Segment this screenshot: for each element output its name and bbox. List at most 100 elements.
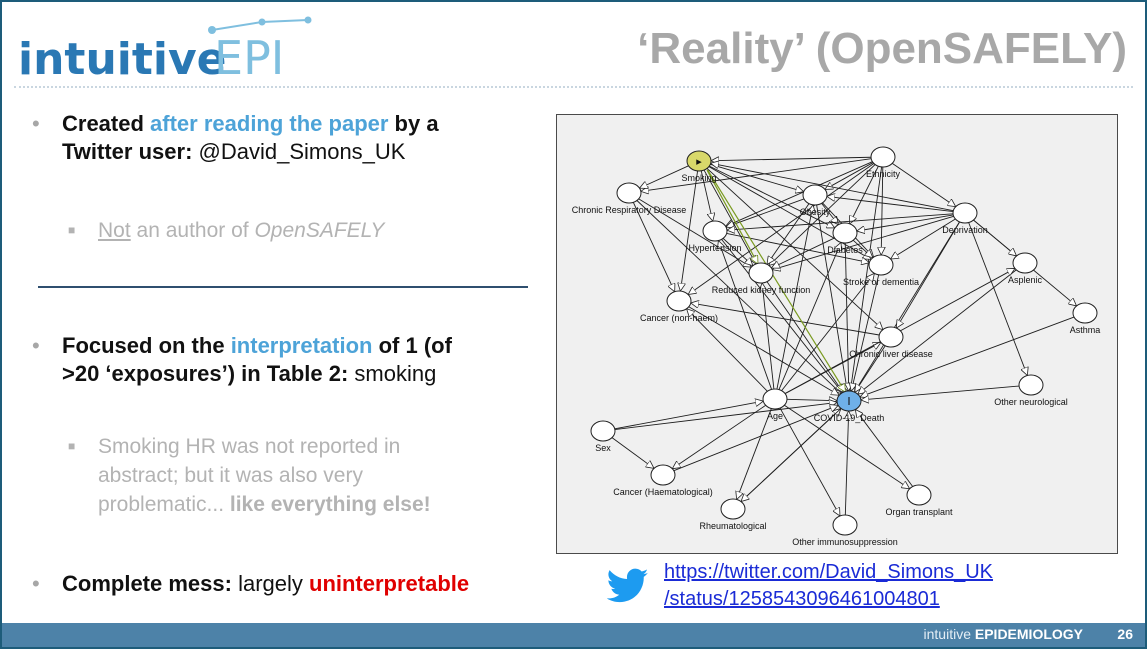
sub-bullet-text: abstract; but it was also very xyxy=(98,464,363,487)
dag-edge-smoking-to-chronic_liver xyxy=(706,168,882,329)
dag-node-rheumatological: Rheumatological xyxy=(699,498,767,531)
intuitive-epi-logo: intuitive EPI xyxy=(16,16,346,88)
dag-node-ellipse xyxy=(666,290,692,312)
sub-bullet-smoking-hr: ■ Smoking HR was not reported in abstrac… xyxy=(68,432,431,519)
dag-edge-age-to-rheumatological xyxy=(737,408,772,499)
footer-brand-light: intuitive xyxy=(923,626,975,642)
dag-node-label: Asthma xyxy=(1070,325,1101,335)
dag-node-label: Rheumatological xyxy=(699,521,766,531)
dag-edge-sex-to-age xyxy=(614,401,763,430)
dag-node-stroke: Stroke or dementia xyxy=(843,254,919,287)
bullet-text: Twitter user: xyxy=(62,139,193,164)
dag-edge-age-to-reduced_kidney xyxy=(762,284,775,390)
dag-node-organ_transplant: Organ transplant xyxy=(885,484,953,517)
tweet-link-line2[interactable]: /status/1258543096461004801 xyxy=(664,588,940,610)
sub-bullet-italic: OpenSAFELY xyxy=(254,219,385,242)
dag-edge-asplenic-to-covid_death xyxy=(859,269,1017,394)
dag-edge-reduced_kidney-to-covid_death xyxy=(766,281,843,392)
dag-edge-organ_transplant-to-covid_death xyxy=(856,410,914,487)
dag-node-label: Diabetes xyxy=(827,245,863,255)
dag-causal-edge-smoking-to-reduced_kidney xyxy=(706,169,757,263)
dag-edge-age-to-other_immuno xyxy=(779,407,839,515)
bullet-text: of 1 (of xyxy=(372,333,452,358)
dag-edge-smoking-to-chronic_resp xyxy=(640,165,689,188)
dag-node-ellipse xyxy=(650,464,676,486)
dag-node-label: Ethnicity xyxy=(866,169,901,179)
dag-node-ellipse xyxy=(870,146,896,168)
dag-node-sex: Sex xyxy=(590,420,616,453)
dag-edge-deprivation-to-hypertension xyxy=(728,213,954,230)
dag-node-other_neuro: Other neurological xyxy=(994,374,1068,407)
dag-edge-deprivation-to-other_neuro xyxy=(968,222,1027,375)
bullet-dot-icon: • xyxy=(32,111,40,136)
dag-edge-sex-to-cancer_haem xyxy=(611,437,653,468)
footer-brand: intuitive EPIDEMIOLOGY xyxy=(924,626,1083,642)
dag-edge-deprivation-to-smoking xyxy=(712,163,954,212)
dag-edge-ethnicity-to-stroke xyxy=(881,166,883,254)
logo-word-epi: EPI xyxy=(214,31,284,85)
dag-node-ellipse xyxy=(1072,302,1098,324)
dag-node-deprivation: Deprivation xyxy=(942,202,988,235)
dag-node-ellipse xyxy=(762,388,788,410)
bullet-text: smoking xyxy=(348,361,437,386)
dag-node-age: Age xyxy=(762,388,788,421)
sub-bullet-not-author: ■ Not an author of OpenSAFELY xyxy=(68,216,384,245)
footer-brand-bold: EPIDEMIOLOGY xyxy=(974,626,1083,642)
sub-bullet-text: Smoking HR was not reported in xyxy=(98,435,401,458)
sub-bullet-bold: like everything else! xyxy=(229,493,431,516)
tweet-link[interactable]: https://twitter.com/David_Simons_UK /sta… xyxy=(664,559,993,613)
bullet-text: Complete mess: xyxy=(62,571,232,596)
dag-edge-cancer_haem-to-covid_death xyxy=(673,406,837,472)
dag-node-label: Asplenic xyxy=(1008,275,1043,285)
dag-edge-deprivation-to-stroke xyxy=(891,218,956,259)
outcome-marker-icon: I xyxy=(847,395,850,408)
dag-edge-chronic_liver-to-covid_death xyxy=(855,345,886,392)
dag-node-ethnicity: Ethnicity xyxy=(866,146,901,179)
dag-edge-smoking-to-stroke xyxy=(708,166,870,259)
slide-title: ‘Reality’ (OpenSAFELY) xyxy=(637,24,1127,73)
dag-edge-age-to-hypertension xyxy=(719,242,773,390)
dag-node-ellipse xyxy=(878,326,904,348)
dag-node-ellipse xyxy=(832,514,858,536)
dag-node-smoking: ▸Smoking xyxy=(681,150,717,183)
dag-edge-ethnicity-to-hypertension xyxy=(727,161,873,226)
dag-edge-ethnicity-to-reduced_kidney xyxy=(770,164,876,265)
dag-edge-deprivation-to-chronic_liver xyxy=(897,221,961,327)
dag-node-obesity: Obesity xyxy=(800,184,831,217)
tweet-link-line1[interactable]: https://twitter.com/David_Simons_UK xyxy=(664,561,994,583)
dag-edge-covid_death-to-rheumatological xyxy=(742,408,842,500)
bullet-text: Focused on the xyxy=(62,333,231,358)
dag-node-label: Sex xyxy=(595,443,611,453)
dag-edge-age-to-organ_transplant xyxy=(784,404,908,488)
bullet-dot-icon: • xyxy=(32,571,40,596)
dag-node-label: Obesity xyxy=(800,207,831,217)
dag-edge-smoking-to-hypertension xyxy=(700,170,712,220)
twitter-bird-icon xyxy=(607,568,649,603)
dag-node-label: Smoking xyxy=(681,173,716,183)
dag-node-label: Hypertension xyxy=(688,243,741,253)
bullet-text: Created xyxy=(62,111,151,136)
dag-edge-ethnicity-to-smoking xyxy=(712,157,872,160)
square-bullet-icon: ■ xyxy=(68,223,76,237)
dag-node-label: Chronic Respiratory Disease xyxy=(572,205,687,215)
dag-node-diabetes: Diabetes xyxy=(827,222,863,255)
dag-node-label: Age xyxy=(767,411,783,421)
dag-edge-chronic_liver-to-cancer_nonhaem xyxy=(692,303,880,336)
dag-node-ellipse xyxy=(702,220,728,242)
dag-node-ellipse xyxy=(720,498,746,520)
dag-edge-deprivation-to-asplenic xyxy=(973,219,1015,255)
dag-node-ellipse xyxy=(616,182,642,204)
header-dotted-rule xyxy=(14,86,1133,88)
dag-edge-deprivation-to-covid_death xyxy=(855,221,960,391)
dag-node-label: Deprivation xyxy=(942,225,988,235)
dag-edge-smoking-to-reduced_kidney xyxy=(703,169,755,263)
dag-node-other_immuno: Other immunosuppression xyxy=(792,514,898,547)
dag-edge-other_immuno-to-covid_death xyxy=(845,412,848,516)
bullet-text: >20 ‘exposures’) in Table 2: xyxy=(62,361,349,386)
dag-edge-obesity-to-covid_death xyxy=(816,204,848,390)
dag-edge-diabetes-to-stroke xyxy=(852,239,872,257)
dag-edge-ethnicity-to-chronic_resp xyxy=(642,158,872,192)
section-divider xyxy=(38,286,528,288)
